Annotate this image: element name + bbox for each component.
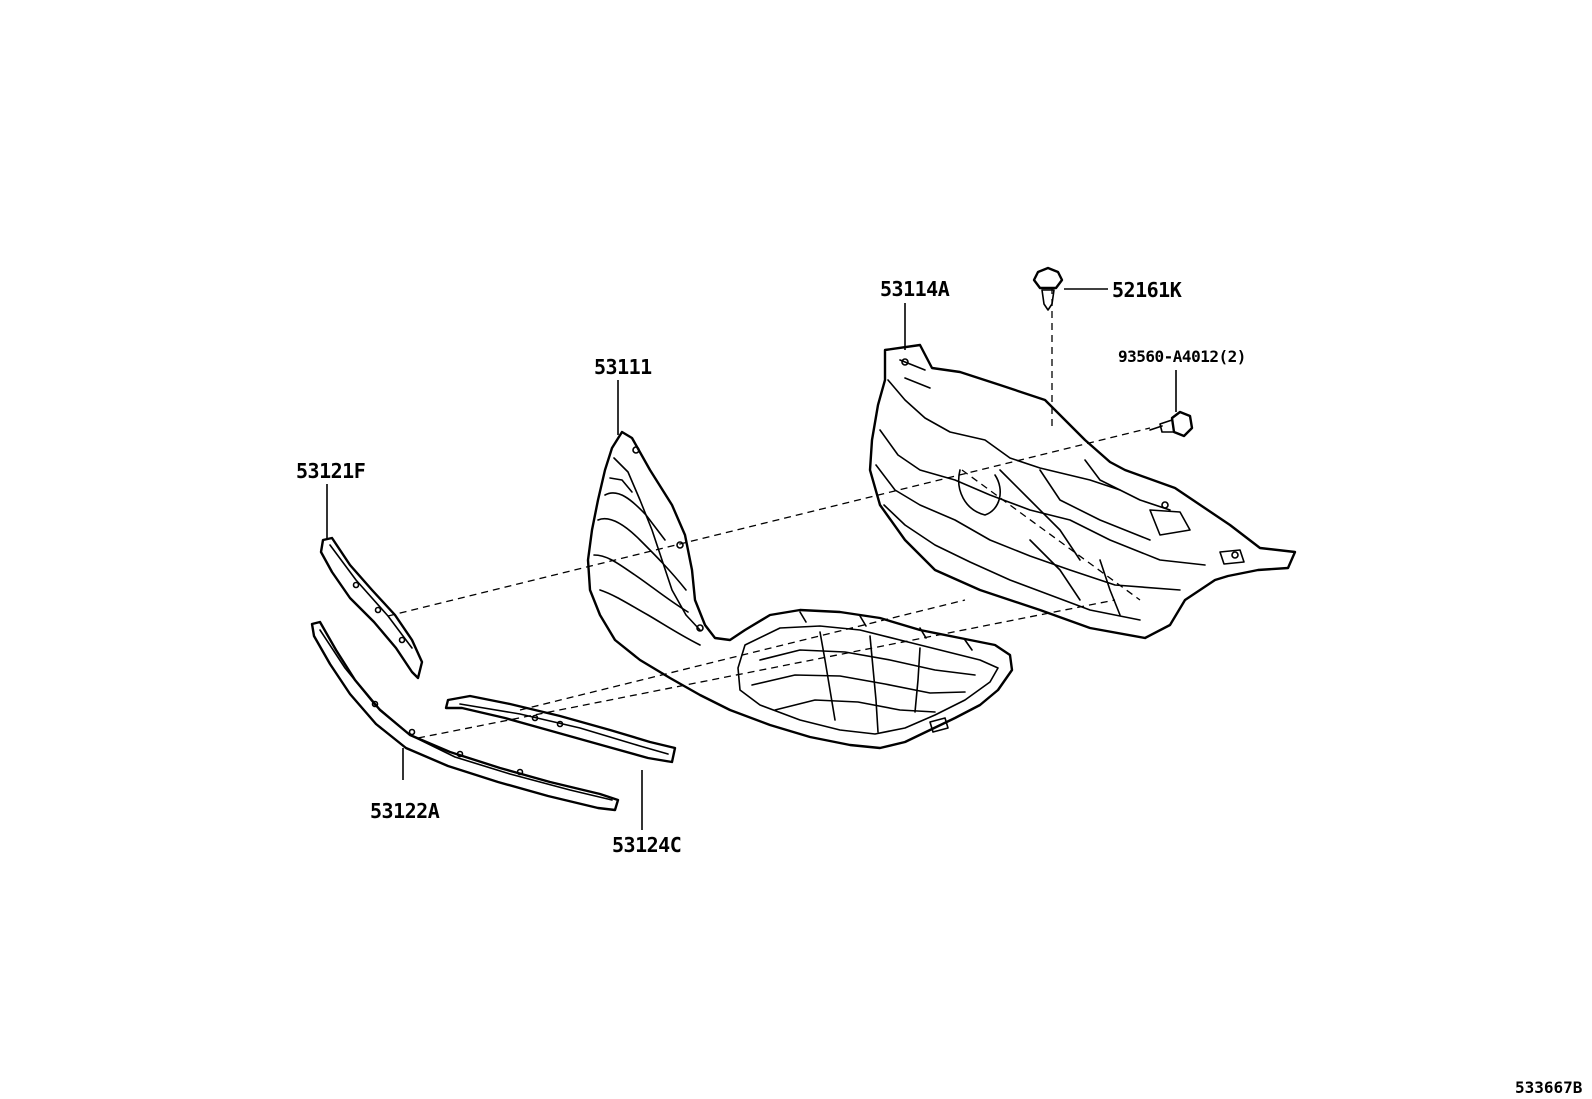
molding-upper[interactable]	[319, 536, 424, 680]
grille-sub-assembly[interactable]	[868, 343, 1297, 640]
screw[interactable]	[1149, 410, 1194, 438]
molding-lower[interactable]	[310, 620, 620, 812]
diagram-reference-number: 533667B	[1515, 1078, 1583, 1097]
leader-lines	[326, 288, 1177, 830]
label-clip: 52161K	[1112, 278, 1182, 302]
radiator-grille[interactable]	[586, 430, 1014, 750]
molding-center[interactable]	[444, 694, 677, 764]
label-grille-sub: 53114A	[880, 277, 950, 301]
push-clip[interactable]	[1032, 266, 1064, 311]
label-molding-lower: 53122A	[370, 799, 440, 823]
label-grille-main: 53111	[594, 355, 652, 379]
label-molding-upper: 53121F	[296, 459, 365, 483]
label-molding-center: 53124C	[612, 833, 681, 857]
label-screw: 93560-A4012(2)	[1118, 347, 1246, 366]
